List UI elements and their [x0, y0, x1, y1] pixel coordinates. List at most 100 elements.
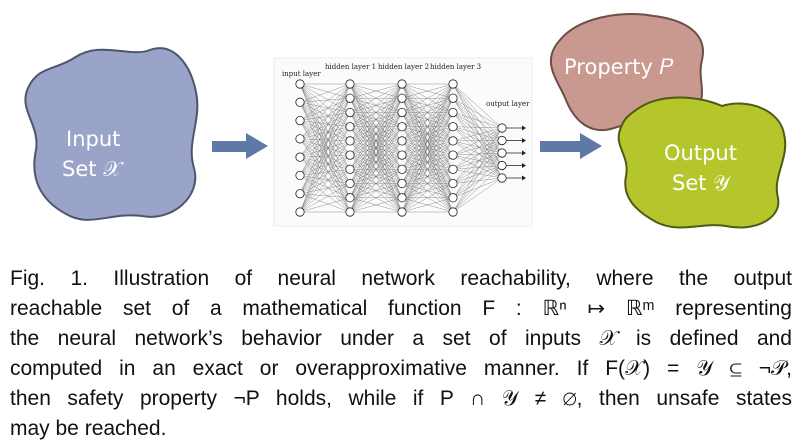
network-edge — [349, 83, 403, 113]
network-edge — [452, 165, 503, 184]
network-edge — [452, 127, 503, 198]
network-edge — [452, 140, 503, 184]
network-edge — [452, 152, 503, 184]
network-edge — [299, 120, 351, 156]
network-edge — [299, 157, 351, 213]
network-edge — [452, 177, 503, 198]
network-edge — [452, 112, 503, 141]
network-edge — [349, 83, 403, 184]
output-arrowhead — [522, 125, 526, 131]
network-edge — [452, 140, 503, 154]
output-arrowhead — [522, 150, 526, 156]
network-edge — [349, 83, 403, 170]
network-edge — [299, 102, 351, 127]
network-edge — [299, 138, 351, 198]
network-node — [345, 136, 355, 146]
network-node — [448, 122, 458, 132]
network-node — [497, 160, 507, 171]
network-edge — [452, 126, 503, 166]
network-edge — [299, 140, 351, 194]
network-edge — [299, 197, 351, 213]
caption-line-1: Fig. 1. Illustration of neural network r… — [10, 267, 792, 290]
network-node — [497, 173, 507, 183]
network-edge — [452, 98, 503, 129]
network-edge — [299, 83, 351, 170]
network-node — [345, 93, 355, 103]
network-node — [397, 193, 407, 203]
network-edge — [452, 83, 503, 141]
network-edge — [452, 140, 503, 213]
network-edge — [452, 126, 503, 179]
arrow-input-to-network — [212, 133, 268, 159]
network-edge — [452, 140, 503, 179]
network-edge — [299, 140, 351, 213]
neural-network-image: input layer hidden layer 1 hidden layer … — [273, 57, 533, 227]
network-edge — [299, 140, 351, 158]
network-node — [397, 178, 407, 189]
network-edge — [401, 154, 454, 213]
network-edge — [299, 112, 351, 194]
network-edge — [299, 120, 351, 127]
network-edge — [299, 120, 351, 184]
input-set-blob — [24, 47, 199, 221]
network-edge — [299, 83, 351, 156]
output-arrowhead — [522, 175, 526, 181]
network-edge — [299, 169, 351, 176]
network-edge — [349, 98, 403, 213]
network-edge — [452, 177, 503, 184]
network-node — [448, 79, 458, 89]
network-node — [345, 178, 355, 189]
network-edge — [299, 193, 351, 198]
network-edge — [452, 140, 503, 166]
network-edge — [401, 98, 454, 213]
network-edge — [349, 183, 403, 213]
network-edge — [299, 156, 351, 170]
network-node — [295, 79, 305, 89]
network-edge — [452, 83, 503, 129]
network-edge — [452, 152, 503, 213]
output-arrowhead — [522, 163, 526, 168]
network-node — [295, 115, 305, 126]
network-node — [448, 107, 458, 118]
network-edge — [452, 112, 503, 166]
network-edge — [299, 98, 351, 176]
network-edge — [401, 83, 454, 113]
network-edge — [299, 102, 351, 213]
network-edge — [401, 83, 454, 99]
network-edge — [299, 102, 351, 198]
network-edge — [299, 83, 351, 113]
network-node — [397, 93, 407, 103]
network-edge — [299, 120, 351, 170]
network-edge — [349, 169, 403, 213]
network-edge — [401, 126, 454, 213]
network-node — [295, 97, 305, 107]
network-edge — [299, 183, 351, 194]
network-edge — [401, 83, 454, 170]
network-edge — [452, 127, 503, 213]
network-edge — [452, 152, 503, 156]
network-edge — [299, 154, 351, 213]
caption-line-4: computed in an exact or overapproximativ… — [10, 357, 792, 380]
network-edge — [299, 102, 351, 184]
network-edge — [452, 152, 503, 170]
network-node — [345, 79, 355, 89]
network-edge — [452, 98, 503, 166]
input-set-line1: Input — [66, 127, 120, 151]
network-node — [497, 135, 507, 146]
network-edge — [452, 126, 503, 129]
network-node — [397, 150, 407, 160]
network-node — [397, 79, 407, 89]
network-edge — [452, 140, 503, 156]
network-edge — [299, 98, 351, 194]
network-edge — [452, 165, 503, 170]
network-edge — [452, 112, 503, 129]
network-edge — [299, 112, 351, 158]
network-node — [295, 189, 305, 199]
network-node — [497, 148, 507, 158]
network-node — [448, 136, 458, 146]
caption-line-3: the neural network’s behavior under a se… — [10, 327, 792, 350]
network-edge — [299, 140, 351, 176]
network-edge — [452, 127, 503, 170]
network-edge — [299, 83, 351, 139]
network-edge — [401, 83, 454, 184]
